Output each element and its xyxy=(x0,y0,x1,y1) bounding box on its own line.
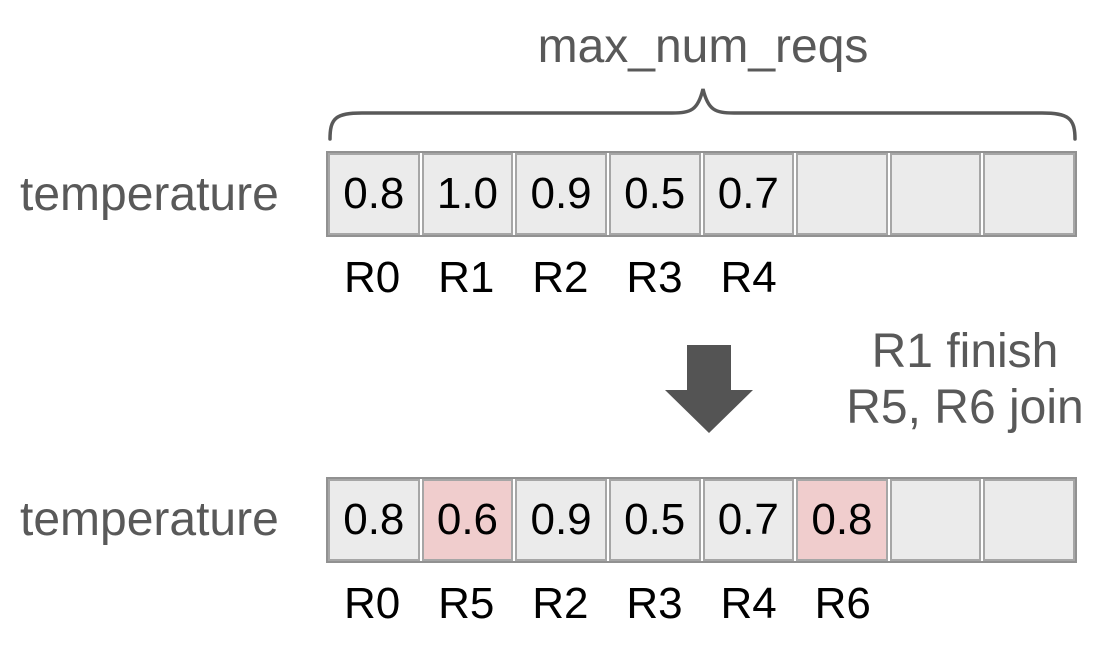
array-cell: 0.5 xyxy=(608,479,701,561)
max-num-reqs-label: max_num_reqs xyxy=(537,20,869,73)
array-cell-highlighted: 0.8 xyxy=(796,479,888,561)
array-cell: 0.9 xyxy=(515,479,607,561)
down-arrow-icon xyxy=(665,345,753,433)
array-cell: 0.7 xyxy=(702,153,795,235)
request-label-empty xyxy=(985,254,1077,302)
request-label: R3 xyxy=(626,579,683,628)
request-label: R2 xyxy=(532,579,589,628)
request-label: R1 xyxy=(438,253,495,302)
array-cell xyxy=(983,153,1075,235)
temperature-label-before: temperature xyxy=(20,168,279,221)
request-label-empty xyxy=(797,254,889,302)
transition-note-line1: R1 finish xyxy=(871,325,1059,378)
request-label: R3 xyxy=(626,253,683,302)
request-label: R0 xyxy=(343,253,401,302)
array-cell: 0.7 xyxy=(702,479,795,561)
temperature-label-after: temperature xyxy=(20,493,279,546)
array-cell: 0.8 xyxy=(328,479,420,561)
transition-note: R1 finish R5, R6 join xyxy=(815,324,1110,436)
transition-note-line2: R5, R6 join xyxy=(846,381,1084,434)
curly-brace-icon xyxy=(328,88,1077,141)
request-labels-before: R0 R1 R2 R3 R4 xyxy=(326,254,1077,302)
array-cell: 0.9 xyxy=(515,153,607,235)
request-label: R6 xyxy=(814,579,871,628)
request-label-empty xyxy=(891,254,983,302)
request-labels-after: R0 R5 R2 R3 R4 R6 xyxy=(326,580,1077,628)
array-cell-highlighted: 0.6 xyxy=(421,479,514,561)
array-cell xyxy=(983,479,1075,561)
request-label: R5 xyxy=(438,579,495,628)
array-cell xyxy=(796,153,888,235)
array-cell xyxy=(889,479,982,561)
request-label: R4 xyxy=(720,253,777,302)
request-label: R4 xyxy=(720,579,777,628)
request-label: R2 xyxy=(532,253,589,302)
array-cell: 0.8 xyxy=(328,153,420,235)
array-cell: 1.0 xyxy=(421,153,514,235)
request-label-empty xyxy=(985,580,1077,628)
array-cell xyxy=(889,153,982,235)
array-cell: 0.5 xyxy=(608,153,701,235)
request-label-empty xyxy=(891,580,983,628)
request-label: R0 xyxy=(343,579,401,628)
